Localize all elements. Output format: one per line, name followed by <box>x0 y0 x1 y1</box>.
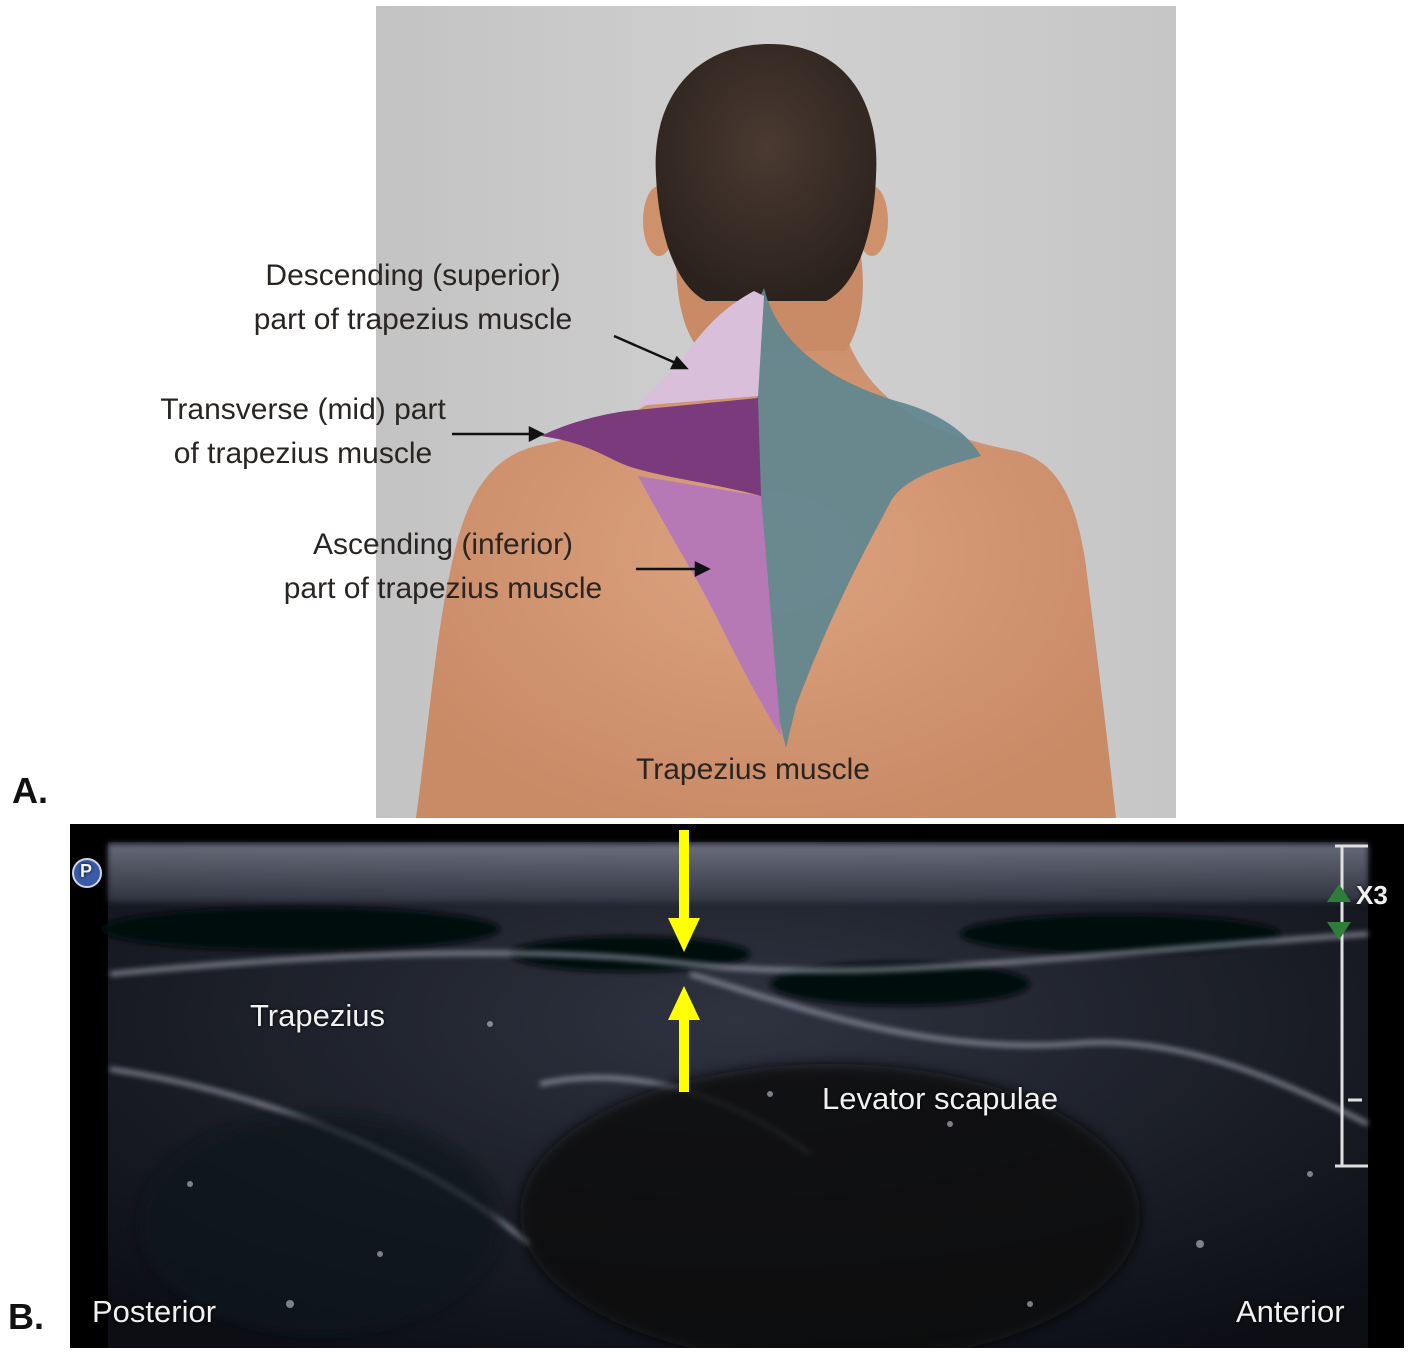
ascending-label-line2: part of trapezius muscle <box>283 572 603 605</box>
trapezius-muscle-label: Trapezius muscle <box>636 753 870 786</box>
posterior-label: Posterior <box>92 1294 217 1329</box>
zoom-level-label: X3 <box>1356 880 1388 910</box>
down-arrow-head <box>668 918 700 952</box>
descending-pointer-arrow <box>613 334 679 366</box>
descending-part-label: Descending (superior) part of trapezius … <box>218 254 608 342</box>
up-arrow-shaft <box>679 1018 689 1092</box>
skin-layer <box>108 844 1368 902</box>
probe-orientation-icon <box>72 858 102 888</box>
trapezius-ascending-overlay <box>638 476 781 736</box>
back-anatomy-illustration <box>376 6 1176 818</box>
anterior-label: Anterior <box>1236 1294 1345 1329</box>
descending-label-line1: Descending (superior) <box>265 259 561 292</box>
speckle-texture <box>187 1021 1313 1308</box>
yellow-indicator-arrows <box>668 830 700 1092</box>
trapezius-transverse-overlay <box>541 398 761 496</box>
trapezius-us-label: Trapezius <box>250 998 385 1033</box>
probe-marker-label: P <box>80 861 93 881</box>
down-arrow-shaft <box>679 830 689 920</box>
ultrasound-image <box>70 824 1404 1348</box>
descending-arrowhead <box>669 355 689 370</box>
trapezius-whole-overlay <box>756 288 981 748</box>
ascending-part-label: Ascending (inferior) part of trapezius m… <box>248 523 638 611</box>
pointer-arrows <box>452 334 711 578</box>
head-hair <box>655 43 877 301</box>
descending-label-line2: part of trapezius muscle <box>253 303 573 336</box>
panel-b-letter: B. <box>8 1296 44 1337</box>
ultrasound-panel <box>70 824 1404 1348</box>
trapezius-descending-overlay <box>636 291 764 406</box>
ascending-arrowhead <box>694 560 711 578</box>
up-arrow-head <box>668 986 700 1020</box>
transverse-label-line2: of trapezius muscle <box>173 437 433 470</box>
ascending-label-line1: Ascending (inferior) <box>312 528 574 561</box>
zoom-indicator-arrows <box>1327 884 1351 940</box>
zoom-down-arrow <box>1327 922 1351 940</box>
transverse-part-label: Transverse (mid) part of trapezius muscl… <box>128 388 478 476</box>
levator-scapulae-label: Levator scapulae <box>822 1081 1059 1116</box>
transverse-arrowhead <box>528 425 545 443</box>
zoom-up-arrow <box>1327 884 1351 902</box>
levator-scapulae-region <box>520 1064 1140 1348</box>
transverse-label-line1: Transverse (mid) part <box>160 393 446 426</box>
back-photo-panel <box>376 6 1176 818</box>
panel-a-letter: A. <box>12 770 48 811</box>
